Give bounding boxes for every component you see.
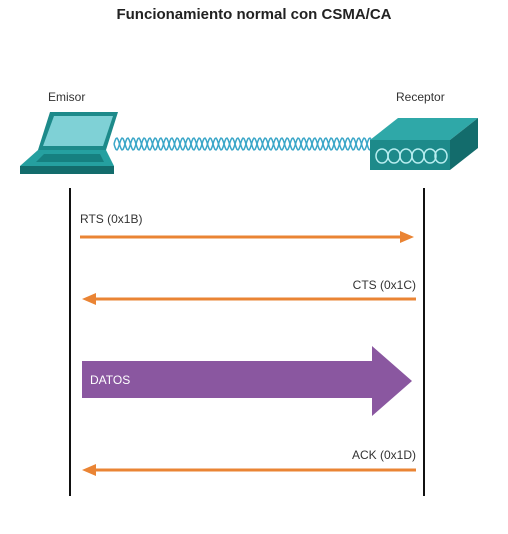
data-label: DATOS	[90, 373, 130, 387]
wireless-link-icon	[113, 137, 375, 151]
rts-label: RTS (0x1B)	[80, 212, 142, 226]
laptop-icon	[20, 112, 118, 174]
diagram-title: Funcionamiento normal con CSMA/CA	[116, 6, 392, 23]
sender-label: Emisor	[48, 90, 86, 104]
cts-label: CTS (0x1C)	[353, 278, 416, 292]
data-arrow	[82, 346, 412, 416]
rts-arrow	[80, 231, 414, 243]
access-point-icon	[370, 118, 478, 170]
ack-label: ACK (0x1D)	[352, 448, 416, 462]
cts-arrow	[82, 293, 416, 305]
receiver-label: Receptor	[396, 90, 445, 104]
ack-arrow	[82, 464, 416, 476]
